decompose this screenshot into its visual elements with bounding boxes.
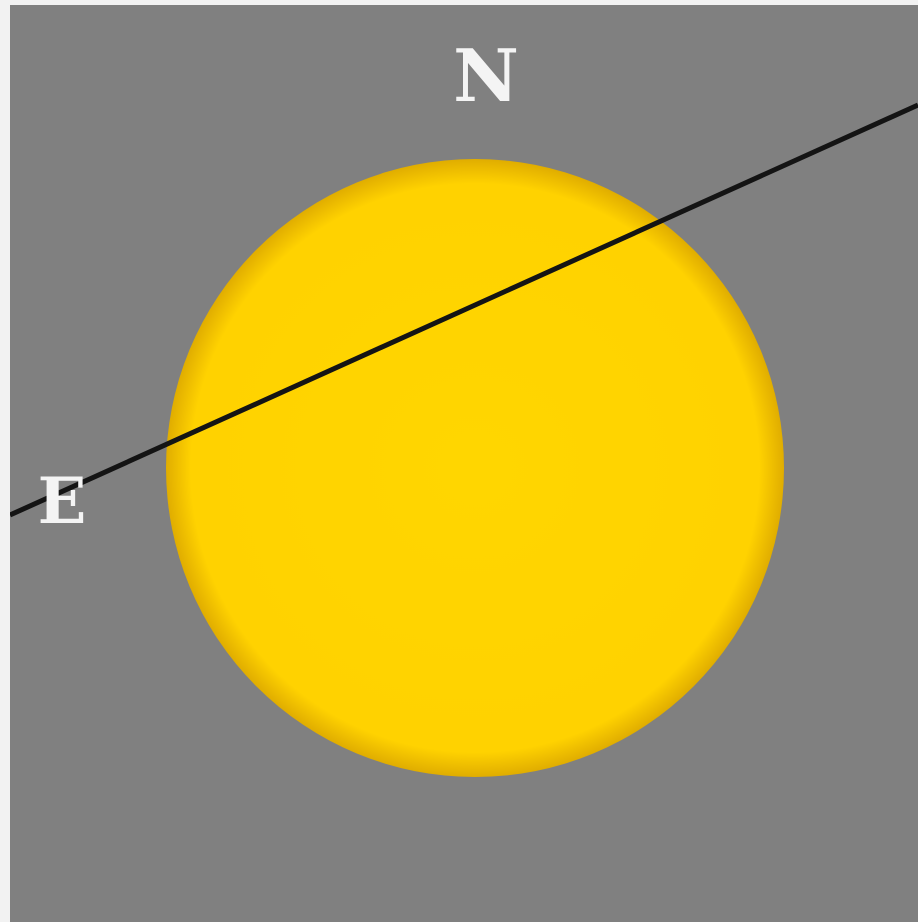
- axis-line: [10, 102, 918, 518]
- diagram-panel: N E: [10, 5, 918, 922]
- east-label: E: [38, 464, 87, 539]
- sun-disk: [166, 159, 784, 777]
- orientation-diagram: N E: [10, 33, 918, 777]
- north-label: N: [453, 33, 519, 118]
